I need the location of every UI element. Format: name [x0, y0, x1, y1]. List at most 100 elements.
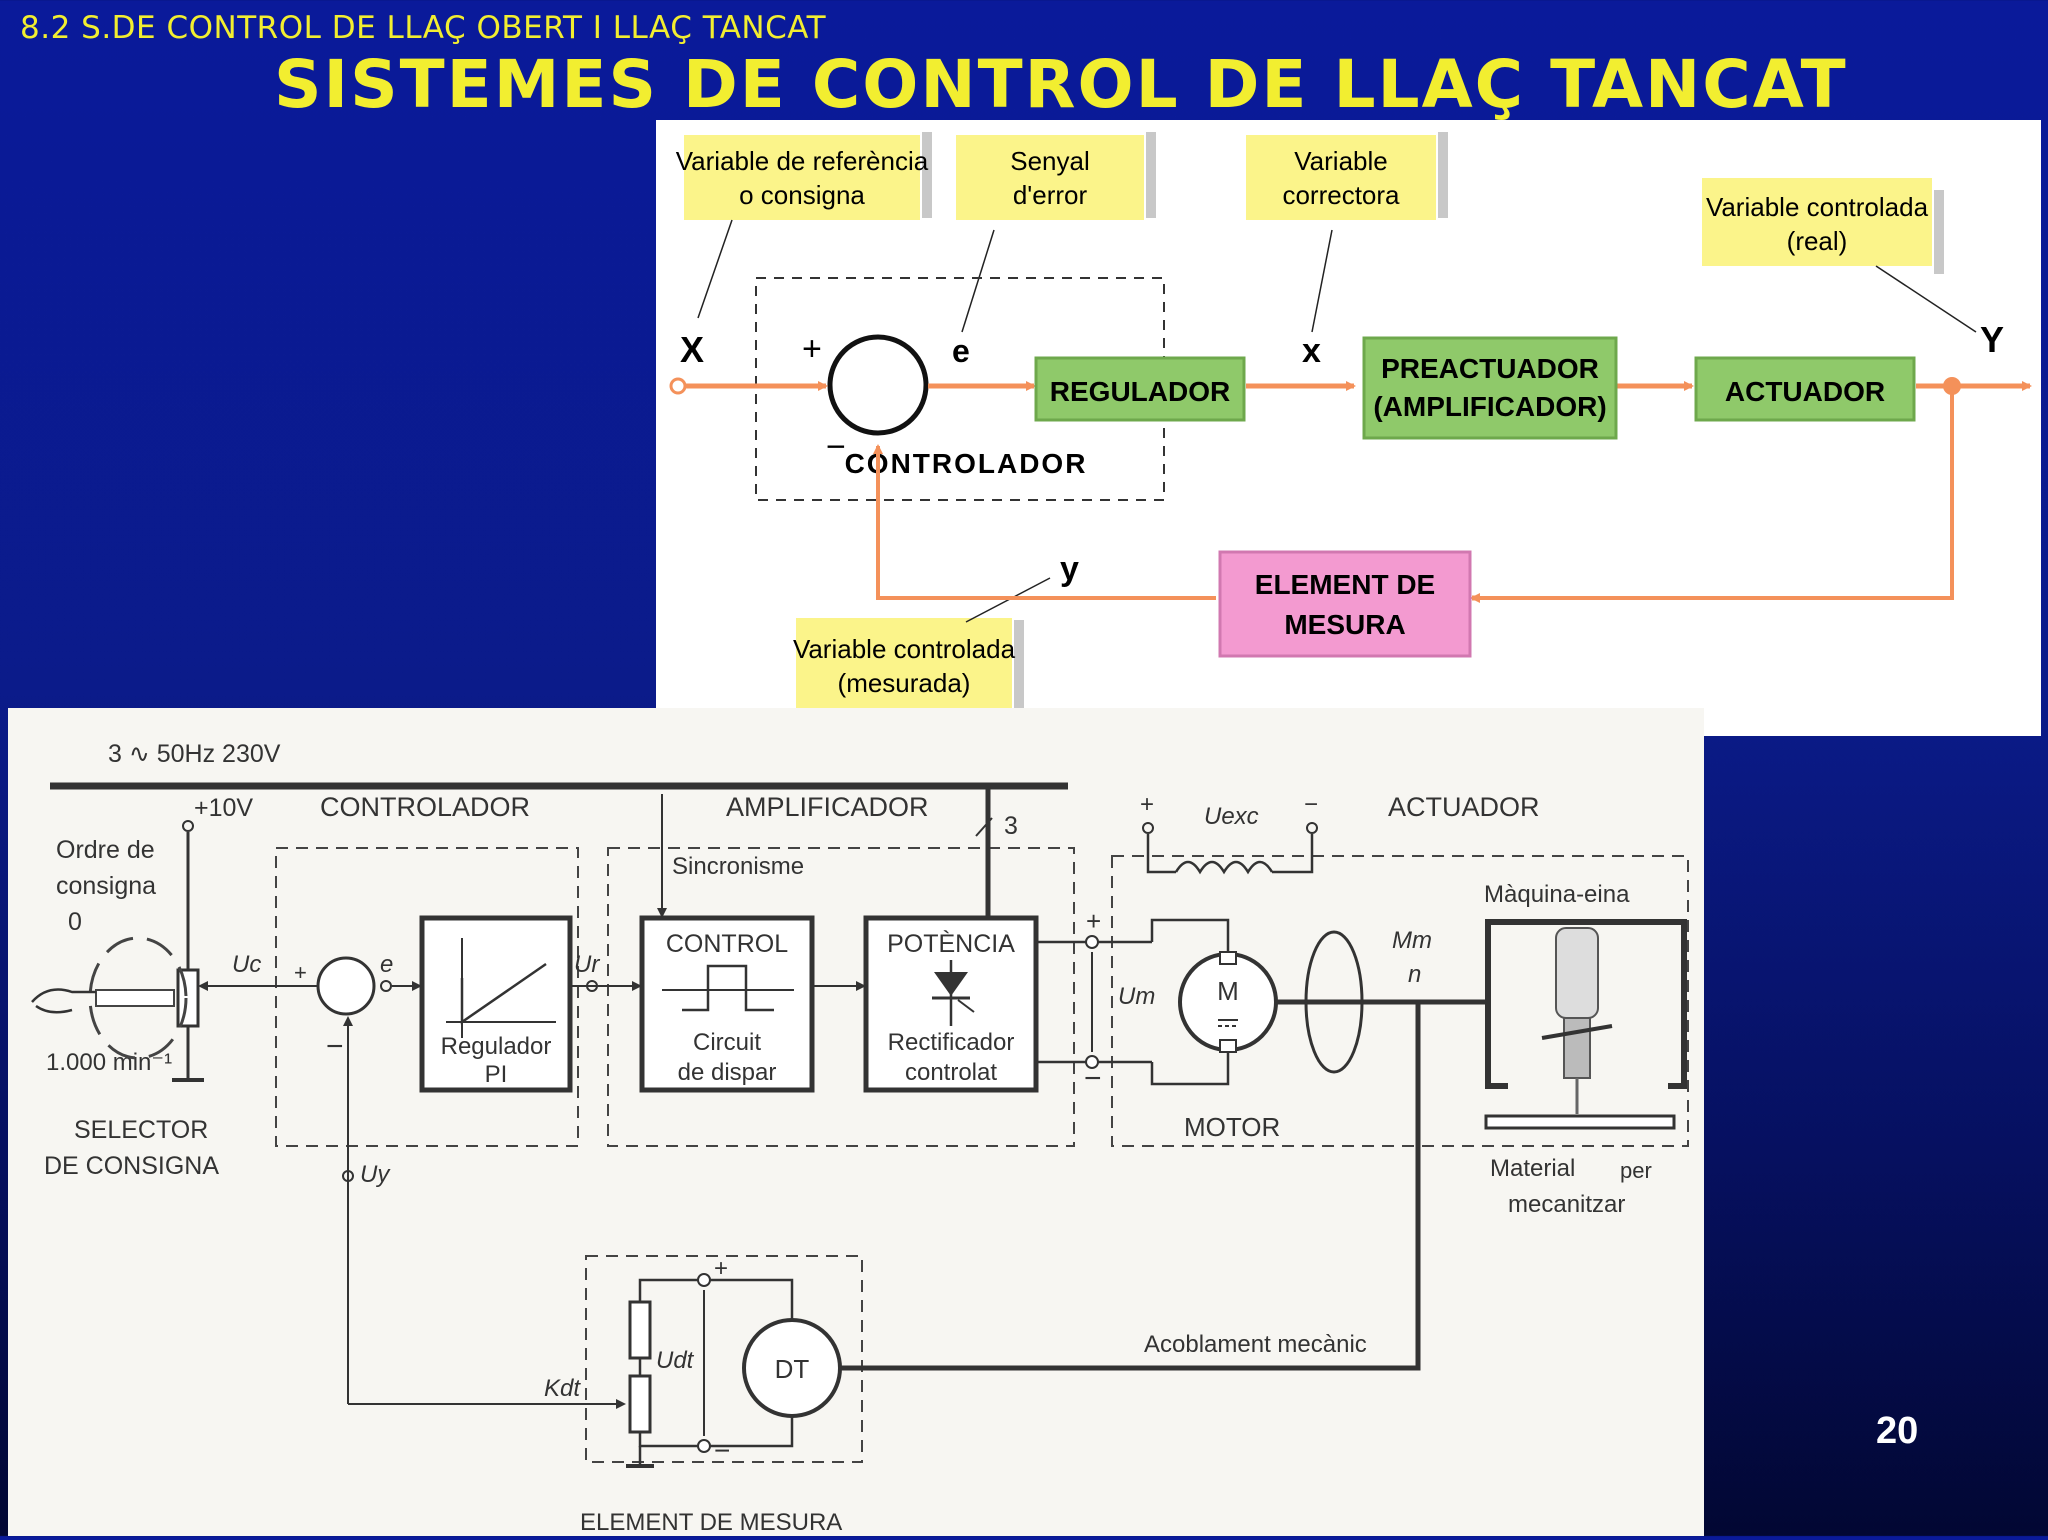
plus10v-label: +10V	[194, 794, 253, 822]
control-block: CONTROL Circuit de dispar	[639, 915, 815, 1093]
svg-text:Uy: Uy	[360, 1161, 391, 1188]
svg-text:0: 0	[68, 908, 82, 936]
supply-label: 3 ∿ 50Hz 230V	[108, 740, 281, 768]
block-diagram-panel: Variable de referència o consigna Senyal…	[656, 120, 2041, 736]
svg-text:n: n	[1408, 961, 1421, 988]
svg-text:o consigna: o consigna	[739, 180, 865, 210]
svg-text:1.000 min⁻¹: 1.000 min⁻¹	[46, 1049, 172, 1076]
svg-text:−: −	[1304, 791, 1318, 818]
controlador-label: CONTROLADOR	[845, 448, 1088, 479]
svg-text:PREACTUADOR: PREACTUADOR	[1381, 353, 1599, 384]
svg-text:+: +	[294, 960, 307, 985]
summing-junction	[827, 334, 929, 436]
resistor-bottom	[628, 1374, 652, 1434]
dial-shaft	[95, 989, 175, 1007]
svg-text:consigna: consigna	[56, 872, 156, 900]
machine-label: Màquina-eina	[1484, 881, 1630, 908]
controller-dashed-box	[275, 847, 579, 1147]
preactuador-block: PREACTUADOR (AMPLIFICADOR)	[1362, 336, 1618, 440]
svg-text:−: −	[326, 1030, 344, 1063]
svg-text:−: −	[714, 1435, 730, 1466]
callout-reference: Variable de referència o consigna	[676, 132, 932, 220]
svg-text:Ur: Ur	[574, 951, 600, 978]
svg-text:Ordre de: Ordre de	[56, 836, 155, 864]
svg-text:Regulador: Regulador	[441, 1033, 552, 1060]
svg-text:Kdt: Kdt	[544, 1375, 581, 1402]
svg-text:−: −	[1084, 1062, 1102, 1095]
symbol-e: e	[952, 333, 970, 369]
svg-text:(real): (real)	[1787, 226, 1848, 256]
symbol-X: X	[680, 329, 704, 370]
callout-error: Senyal d'error	[956, 132, 1156, 220]
page-number: 20	[1876, 1410, 1919, 1452]
svg-text:Uexc: Uexc	[1204, 803, 1259, 830]
measure-dashed-box	[585, 1255, 863, 1463]
svg-text:Material: Material	[1490, 1155, 1575, 1182]
section-actuador: ACTUADOR	[1388, 792, 1540, 822]
measure-label: ELEMENT DE MESURA	[580, 1509, 842, 1536]
svg-text:Mm: Mm	[1392, 927, 1432, 954]
motor: M	[1178, 951, 1278, 1053]
svg-text:+: +	[714, 1255, 728, 1282]
circuit-diagram: 3 ∿ 50Hz 230V CONTROLADOR AMPLIFICADOR A…	[31, 740, 1689, 1536]
symbol-Y: Y	[1980, 319, 2004, 360]
svg-text:REGULADOR: REGULADOR	[1050, 376, 1230, 407]
svg-text:POTÈNCIA: POTÈNCIA	[887, 929, 1015, 958]
svg-text:Variable controlada: Variable controlada	[1706, 192, 1929, 222]
excitation-coil	[1174, 860, 1274, 875]
svg-text:Variable controlada: Variable controlada	[793, 634, 1016, 664]
rotation-arrow	[1304, 930, 1364, 1074]
callout-corrective: Variable correctora	[1246, 132, 1448, 220]
svg-text:DE CONSIGNA: DE CONSIGNA	[44, 1152, 219, 1180]
circuit-panel: 3 ∿ 50Hz 230V CONTROLADOR AMPLIFICADOR A…	[8, 708, 1704, 1536]
svg-text:CONTROL: CONTROL	[666, 930, 788, 958]
svg-text:Variable: Variable	[1294, 146, 1387, 176]
minus-sign: −	[826, 428, 846, 466]
selector-dial	[88, 936, 188, 1060]
svg-text:(AMPLIFICADOR): (AMPLIFICADOR)	[1373, 391, 1606, 422]
svg-text:PI: PI	[485, 1061, 508, 1088]
slide-subtitle: 8.2 S.DE CONTROL DE LLAÇ OBERT I LLAÇ TA…	[20, 10, 827, 46]
actuador-block: ACTUADOR	[1694, 356, 1916, 422]
section-controlador: CONTROLADOR	[320, 792, 530, 822]
potentiometer	[176, 968, 200, 1028]
svg-text:e: e	[380, 951, 393, 978]
symbol-y: y	[1060, 550, 1079, 588]
three-phase-count: 3	[1004, 812, 1018, 840]
svg-text:per: per	[1620, 1158, 1652, 1183]
svg-text:correctora: correctora	[1282, 180, 1400, 210]
svg-text:d'error: d'error	[1013, 180, 1088, 210]
hand-icon	[31, 988, 96, 1014]
slide-title: SISTEMES DE CONTROL DE LLAÇ TANCAT	[274, 46, 1848, 123]
svg-text:Variable de referència: Variable de referència	[676, 146, 929, 176]
power-block: POTÈNCIA Rectificador controlat	[863, 915, 1039, 1093]
coupling-label: Acoblament mecànic	[1144, 1331, 1367, 1358]
svg-text:controlat: controlat	[905, 1059, 997, 1086]
plus-sign: +	[802, 330, 822, 368]
sync-label: Sincronisme	[672, 853, 804, 880]
svg-text:mecanitzar: mecanitzar	[1508, 1191, 1625, 1218]
regulador-block: REGULADOR	[1034, 356, 1246, 422]
svg-text:Rectificador: Rectificador	[888, 1029, 1015, 1056]
svg-text:+: +	[1086, 906, 1101, 936]
svg-text:M: M	[1217, 976, 1239, 1006]
tachogenerator: DT	[742, 1318, 842, 1418]
callout-controlled-measured: Variable controlada (mesurada)	[793, 618, 1024, 710]
regulator-pi-block: Regulador PI	[419, 915, 573, 1093]
svg-text:ACTUADOR: ACTUADOR	[1725, 376, 1885, 407]
controller-box	[755, 277, 1165, 501]
svg-text:SELECTOR: SELECTOR	[74, 1116, 208, 1144]
svg-text:ELEMENT DE: ELEMENT DE	[1255, 569, 1435, 600]
svg-text:Senyal: Senyal	[1010, 146, 1090, 176]
symbol-x: x	[1302, 332, 1321, 370]
svg-text:de dispar: de dispar	[678, 1059, 777, 1086]
svg-text:Circuit: Circuit	[693, 1029, 761, 1056]
svg-text:(mesurada): (mesurada)	[838, 668, 971, 698]
callout-controlled-real: Variable controlada (real)	[1702, 178, 1944, 274]
actuator-dashed-box	[1111, 855, 1689, 1147]
svg-text:Udt: Udt	[656, 1347, 695, 1374]
svg-text:DT: DT	[775, 1354, 810, 1384]
svg-text:Um: Um	[1118, 983, 1155, 1010]
svg-text:MESURA: MESURA	[1284, 609, 1405, 640]
svg-text:Uc: Uc	[232, 951, 261, 978]
